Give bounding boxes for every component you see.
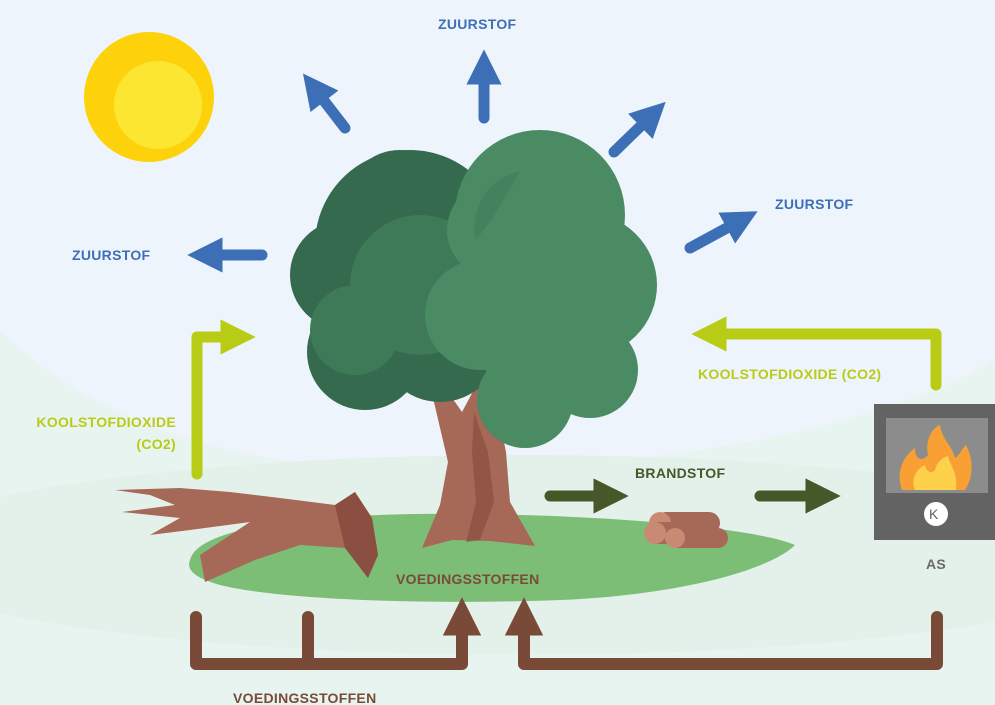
fallen-trunk-icon [115, 488, 378, 582]
nutrient-arrow-right [504, 597, 943, 670]
nutrients-label-bottom: VOEDINGSSTOFFEN [233, 690, 377, 705]
oxygen-arrow-upright [608, 101, 666, 158]
oxygen-arrow-upleft [302, 73, 351, 134]
co2-label-left: KOOLSTOFDIOXIDE (CO2) [10, 411, 176, 455]
flame-icon [899, 425, 972, 490]
oxygen-label-top: ZUURSTOF [438, 16, 517, 32]
oxygen-arrows [187, 49, 758, 273]
co2-arrow-right [691, 316, 942, 391]
nutrient-arrows [190, 597, 943, 670]
co2-label-right: KOOLSTOFDIOXIDE (CO2) [698, 366, 882, 382]
tree-icon [290, 130, 657, 448]
ash-label: AS [926, 556, 947, 572]
oxygen-label-right: ZUURSTOF [775, 196, 854, 212]
co2-label-left-line1: KOOLSTOFDIOXIDE [36, 414, 176, 430]
firewood-logs-icon [644, 512, 728, 548]
sun-icon [84, 32, 214, 162]
stove-logo: K [929, 506, 939, 522]
co2-arrow-left [191, 319, 256, 480]
nutrient-arrow-left [190, 597, 482, 670]
co2-label-left-line2: (CO2) [136, 436, 176, 452]
oxygen-label-left: ZUURSTOF [72, 247, 151, 263]
co2-arrows [191, 316, 942, 480]
oxygen-arrow-right [684, 211, 758, 254]
nutrients-label-ground: VOEDINGSSTOFFEN [396, 571, 540, 587]
fuel-label: BRANDSTOF [635, 465, 726, 481]
stove-icon [874, 404, 995, 540]
